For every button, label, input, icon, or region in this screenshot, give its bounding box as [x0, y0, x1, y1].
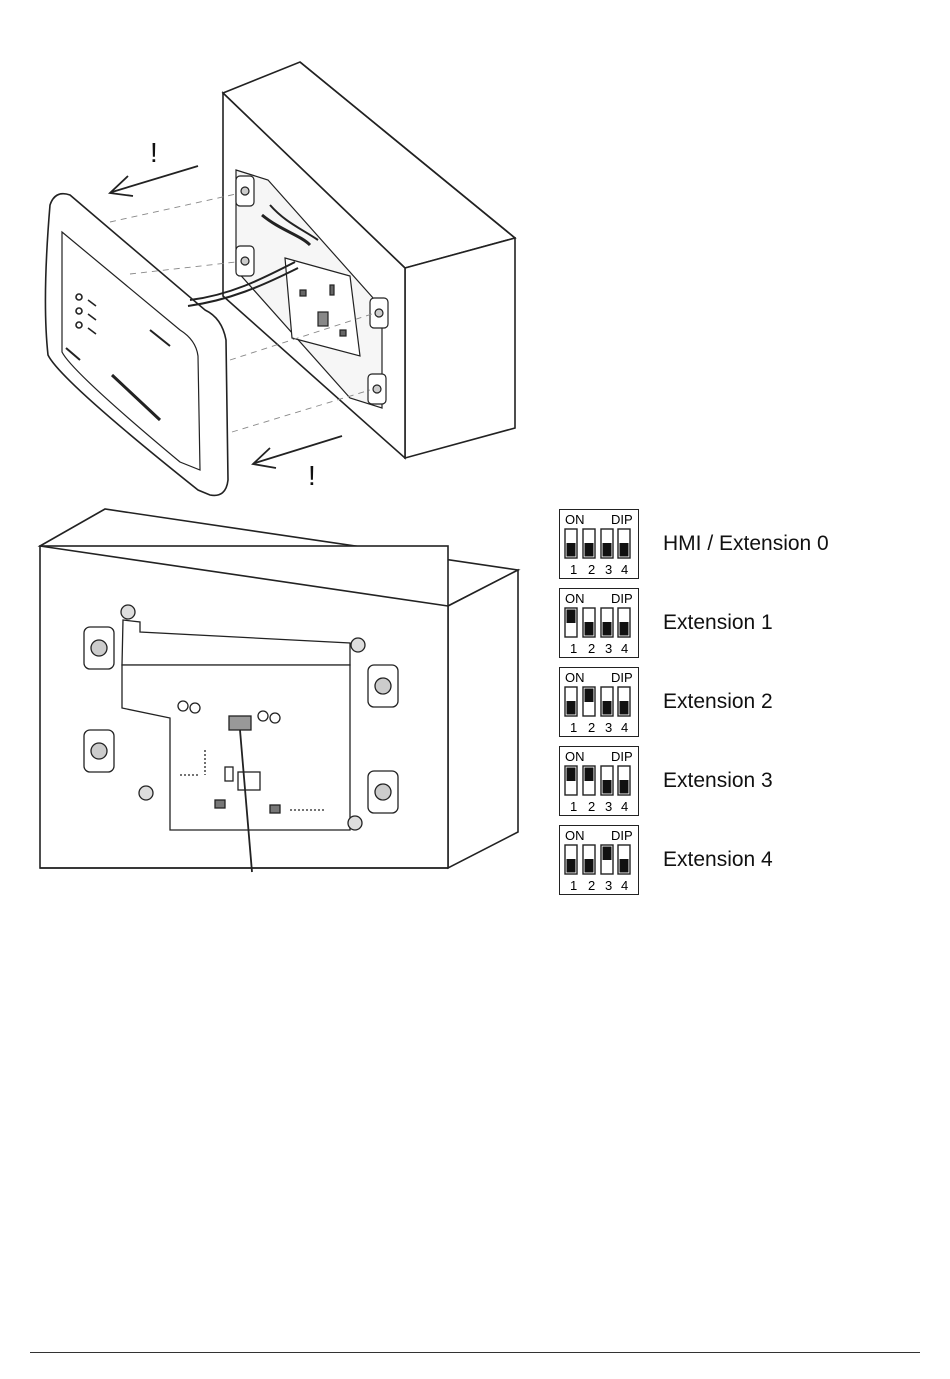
warning-mark-top: ! [150, 137, 158, 168]
dip-switch-knob-off [603, 847, 612, 861]
dip-setting-label: Extension 3 [663, 769, 773, 793]
dip-setting-row: ON DIP 1 2 3 4 Extension 2 [559, 667, 639, 737]
dip-label: DIP [611, 828, 633, 843]
dip-switch-knob-on [620, 622, 629, 636]
arrow-top [110, 166, 198, 196]
switch-number: 3 [605, 799, 612, 814]
switch-number: 1 [570, 799, 577, 814]
dip-switch-knob-off [567, 610, 576, 624]
dip-setting-row: ON DIP 1 2 3 4 Extension 4 [559, 825, 639, 895]
dip-switch-block [229, 716, 251, 730]
switch-number: 4 [621, 720, 628, 735]
switch-number: 4 [621, 641, 628, 656]
switch-number: 2 [588, 799, 595, 814]
footer-rule [30, 1352, 920, 1353]
dip-switch-knob-on [603, 780, 612, 794]
dip-label: DIP [611, 670, 633, 685]
dip-switch-knob-on [620, 701, 629, 715]
on-label: ON [565, 670, 585, 685]
dip-switch-knob-on [620, 859, 629, 873]
switch-number: 2 [588, 878, 595, 893]
arrow-bottom [253, 436, 342, 468]
dip-switch-knob-on [620, 543, 629, 557]
on-label: ON [565, 591, 585, 606]
dip-switch-knob-on [620, 780, 629, 794]
switch-number: 1 [570, 562, 577, 577]
dip-switch-knob-on [603, 622, 612, 636]
dip-setting-label: Extension 2 [663, 690, 773, 714]
switch-number: 2 [588, 562, 595, 577]
switch-number: 1 [570, 641, 577, 656]
dip-switch-knob-on [585, 543, 594, 557]
dip-switch-knob-on [567, 859, 576, 873]
switch-number: 3 [605, 720, 612, 735]
dip-switch-knob-on [585, 622, 594, 636]
switch-number: 1 [570, 878, 577, 893]
dip-setting-row: ON DIP 1 2 3 4 HMI / Extension 0 [559, 509, 639, 579]
switch-number: 3 [605, 878, 612, 893]
dip-switch-diagram: ON DIP 1 2 3 4 [559, 588, 639, 658]
warning-mark-bottom: ! [308, 460, 316, 491]
dip-switch-diagram: ON DIP 1 2 3 4 [559, 825, 639, 895]
dip-switch-knob-on [603, 543, 612, 557]
dip-setting-label: Extension 4 [663, 848, 773, 872]
on-label: ON [565, 828, 585, 843]
dip-switch-knob-on [585, 859, 594, 873]
switch-number: 4 [621, 878, 628, 893]
dip-switch-knob-off [585, 689, 594, 703]
dip-setting-row: ON DIP 1 2 3 4 Extension 1 [559, 588, 639, 658]
dip-switch-diagram: ON DIP 1 2 3 4 [559, 667, 639, 737]
dip-switch-knob-on [603, 701, 612, 715]
switch-number: 4 [621, 799, 628, 814]
dip-switch-knob-on [567, 701, 576, 715]
on-label: ON [565, 512, 585, 527]
on-label: ON [565, 749, 585, 764]
switch-number: 4 [621, 562, 628, 577]
dip-switch-knob-on [567, 543, 576, 557]
switch-number: 1 [570, 720, 577, 735]
switch-number: 2 [588, 641, 595, 656]
dip-switch-knob-off [585, 768, 594, 782]
dip-setting-label: Extension 1 [663, 611, 773, 635]
dip-label: DIP [611, 591, 633, 606]
dip-setting-label: HMI / Extension 0 [663, 532, 829, 556]
switch-number: 3 [605, 562, 612, 577]
dip-switch-knob-off [567, 768, 576, 782]
dip-label: DIP [611, 512, 633, 527]
dip-setting-row: ON DIP 1 2 3 4 Extension 3 [559, 746, 639, 816]
dip-switch-diagram: ON DIP 1 2 3 4 [559, 509, 639, 579]
switch-number: 2 [588, 720, 595, 735]
dip-switch-diagram: ON DIP 1 2 3 4 [559, 746, 639, 816]
dip-label: DIP [611, 749, 633, 764]
switch-number: 3 [605, 641, 612, 656]
